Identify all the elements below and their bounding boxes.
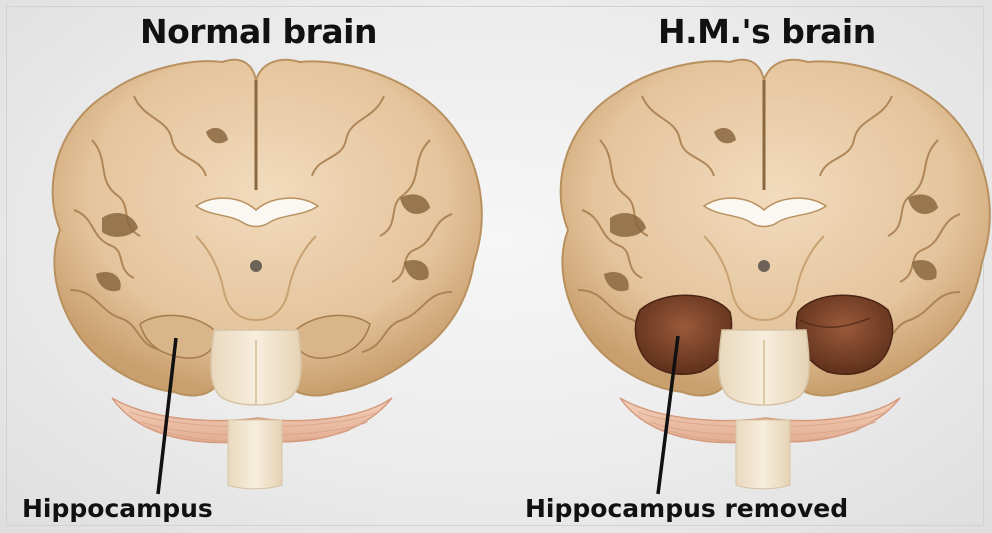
hm-brain-title: H.M.'s brain xyxy=(658,12,876,51)
hippocampus-removed-label: Hippocampus removed xyxy=(525,494,848,523)
spinal-cord xyxy=(228,420,282,489)
hippocampus-label: Hippocampus xyxy=(22,494,213,523)
spinal-cord xyxy=(736,420,790,489)
hm-brain xyxy=(561,60,990,494)
normal-brain-title: Normal brain xyxy=(140,12,377,51)
normal-brain xyxy=(53,60,482,494)
